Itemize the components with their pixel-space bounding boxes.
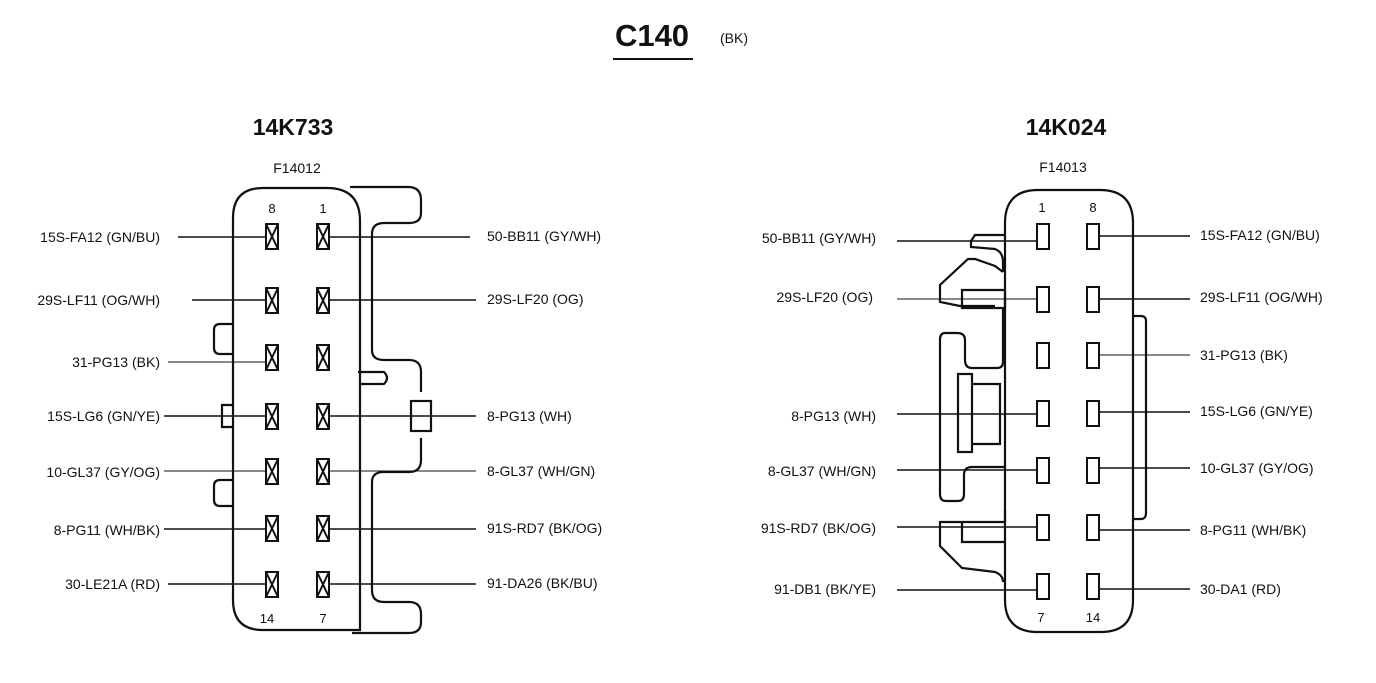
wire-label: 8-PG13 (WH) — [487, 408, 572, 424]
left-pin-label-14: 14 — [260, 611, 274, 626]
left-connector: 14K733 F14012 8 1 14 7 — [37, 114, 602, 635]
wire-label: 50-BB11 (GY/WH) — [487, 228, 601, 244]
wire-label: 31-PG13 (BK) — [1200, 347, 1288, 363]
wire-label: 30-DA1 (RD) — [1200, 581, 1281, 597]
left-connector-body — [212, 185, 433, 635]
left-pin-row-3 — [265, 344, 330, 371]
right-part-number: F14013 — [1039, 159, 1087, 175]
right-pin-row-3 — [1036, 342, 1100, 369]
right-pin-label-8: 8 — [1089, 200, 1096, 215]
left-pin-row-7 — [265, 571, 330, 598]
right-wire-labels-right: 15S-FA12 (GN/BU) 29S-LF11 (OG/WH) 31-PG1… — [1200, 227, 1323, 597]
wire-label: 15S-FA12 (GN/BU) — [1200, 227, 1320, 243]
wire-label: 8-PG13 (WH) — [791, 408, 876, 424]
wire-label: 8-GL37 (WH/GN) — [768, 463, 876, 479]
wire-label: 29S-LF11 (OG/WH) — [37, 292, 160, 308]
right-pin-grid — [1036, 223, 1100, 600]
wire-label: 50-BB11 (GY/WH) — [762, 230, 876, 246]
wire-label: 31-PG13 (BK) — [72, 354, 160, 370]
right-pin-row-5 — [1036, 457, 1100, 484]
left-wire-labels-right: 50-BB11 (GY/WH) 29S-LF20 (OG) 8-PG13 (WH… — [487, 228, 602, 591]
wire-label: 15S-LG6 (GN/YE) — [47, 408, 160, 424]
wire-label: 91-DB1 (BK/YE) — [774, 581, 876, 597]
left-pin-label-1: 1 — [319, 201, 326, 216]
right-wire-labels-left: 50-BB11 (GY/WH) 29S-LF20 (OG) 8-PG13 (WH… — [761, 230, 876, 597]
wire-label: 29S-LF20 (OG) — [487, 291, 583, 307]
right-pin-label-7: 7 — [1037, 610, 1044, 625]
wire-label: 30-LE21A (RD) — [65, 576, 160, 592]
right-pin-row-6 — [1036, 514, 1100, 541]
right-leaders-left — [897, 240, 1037, 591]
connector-id: C140 — [615, 18, 689, 53]
wire-label: 91S-RD7 (BK/OG) — [487, 520, 602, 536]
right-connector-body — [938, 188, 1148, 634]
wire-label: 10-GL37 (GY/OG) — [1200, 460, 1314, 476]
wire-label: 8-PG11 (WH/BK) — [1200, 522, 1306, 538]
right-pin-row-7 — [1036, 573, 1100, 600]
right-pin-row-2 — [1036, 286, 1100, 313]
left-pin-row-1 — [265, 223, 330, 250]
left-connector-title: 14K733 — [253, 114, 334, 140]
right-connector-title: 14K024 — [1026, 114, 1107, 140]
left-wire-labels-left: 15S-FA12 (GN/BU) 29S-LF11 (OG/WH) 31-PG1… — [37, 229, 160, 592]
left-pin-row-5 — [265, 458, 330, 485]
right-leaders-right — [1099, 235, 1190, 590]
wire-label: 91S-RD7 (BK/OG) — [761, 520, 876, 536]
left-pin-label-8: 8 — [268, 201, 275, 216]
left-pin-row-4 — [265, 403, 330, 430]
wire-label: 15S-FA12 (GN/BU) — [40, 229, 160, 245]
right-connector: 14K024 F14013 1 8 7 14 — [761, 114, 1323, 634]
wire-label: 15S-LG6 (GN/YE) — [1200, 403, 1313, 419]
left-leaders-right — [329, 236, 476, 585]
left-leaders-left — [164, 236, 266, 585]
right-pin-label-1: 1 — [1038, 200, 1045, 215]
connector-color: (BK) — [720, 30, 748, 46]
right-pin-row-4 — [1036, 400, 1100, 427]
wire-label: 8-GL37 (WH/GN) — [487, 463, 595, 479]
left-pin-label-7: 7 — [319, 611, 326, 626]
right-pin-row-1 — [1036, 223, 1100, 250]
wire-label: 10-GL37 (GY/OG) — [46, 464, 160, 480]
left-pin-row-6 — [265, 515, 330, 542]
left-pin-row-2 — [265, 287, 330, 314]
wire-label: 29S-LF11 (OG/WH) — [1200, 289, 1323, 305]
right-pin-label-14: 14 — [1086, 610, 1100, 625]
wire-label: 91-DA26 (BK/BU) — [487, 575, 597, 591]
left-pin-grid — [265, 223, 330, 598]
wire-label: 8-PG11 (WH/BK) — [54, 522, 160, 538]
left-part-number: F14012 — [273, 160, 321, 176]
wire-label: 29S-LF20 (OG) — [777, 289, 873, 305]
